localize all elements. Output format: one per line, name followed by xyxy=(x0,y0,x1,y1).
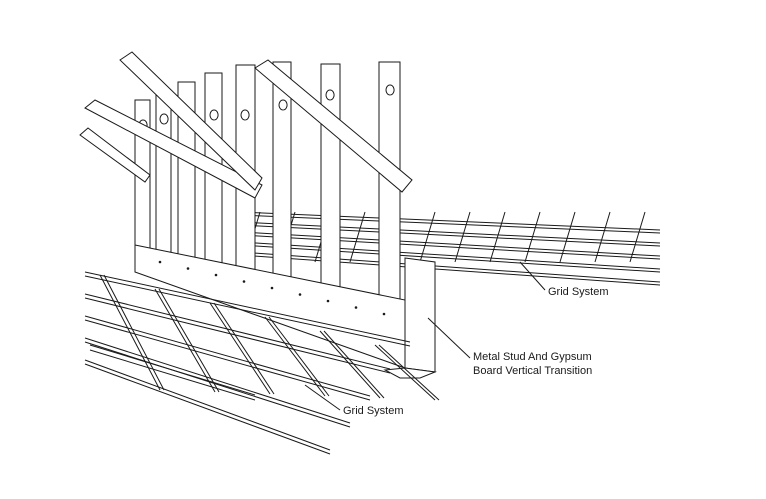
grid-cross-tee xyxy=(99,274,161,391)
grid-runner xyxy=(239,214,661,234)
grid-runner xyxy=(84,363,331,455)
leader-grid-left xyxy=(304,384,341,411)
grid-cross-tee xyxy=(349,211,366,263)
transition-label-line1: Metal Stud And Gypsum xyxy=(473,351,592,363)
leader-transition xyxy=(427,317,471,359)
screw xyxy=(354,306,358,309)
grid-runner xyxy=(239,234,661,260)
grid-cross-tee xyxy=(374,344,436,401)
grid-runner xyxy=(84,271,411,343)
grid-runner xyxy=(84,359,331,451)
grid-runner xyxy=(239,224,661,247)
grid-runner xyxy=(84,275,411,347)
screw xyxy=(214,273,218,277)
grid-runner xyxy=(84,297,391,374)
grid-runner xyxy=(239,244,661,273)
grid-cross-tee xyxy=(524,211,541,263)
grid-runner xyxy=(239,211,661,231)
right-grid-system xyxy=(239,211,661,286)
grid-runner xyxy=(239,241,661,270)
screw xyxy=(270,286,274,290)
grid-cross-tee xyxy=(158,288,220,393)
grid-cross-tee xyxy=(103,274,165,391)
gypsum-board-transition xyxy=(134,244,437,379)
grid-cross-tee xyxy=(594,211,611,263)
grid-runner xyxy=(239,254,661,286)
grid-runner xyxy=(239,231,661,257)
screw xyxy=(298,293,302,296)
grid-system-right-label: Grid System xyxy=(548,286,609,298)
left-grid-system xyxy=(84,271,440,455)
diagonal-braces xyxy=(79,51,413,199)
grid-runner xyxy=(84,341,351,428)
leader-grid-right xyxy=(519,261,546,291)
grid-runner xyxy=(84,337,351,424)
grid-cross-tee xyxy=(323,330,385,399)
screw xyxy=(158,260,162,264)
grid-main-runner xyxy=(89,349,256,401)
grid-runner xyxy=(239,221,661,244)
screw xyxy=(242,280,246,283)
screw xyxy=(326,299,330,303)
grid-cross-tee xyxy=(629,211,646,263)
grid-cross-tee xyxy=(319,330,381,399)
screw xyxy=(382,312,386,316)
screw xyxy=(186,267,190,270)
grid-cross-tee xyxy=(378,344,440,401)
grid-cross-tee xyxy=(559,211,576,263)
grid-cross-tee xyxy=(419,211,436,263)
grid-cross-tee xyxy=(454,211,471,263)
grid-cross-tee xyxy=(268,316,330,397)
grid-cross-tee xyxy=(154,288,216,393)
grid-cross-tee xyxy=(489,211,506,263)
transition-label-line2: Board Vertical Transition xyxy=(473,365,593,377)
grid-runner xyxy=(84,293,391,370)
grid-runner xyxy=(239,251,661,283)
grid-system-left-label: Grid System xyxy=(343,405,404,417)
grid-main-runner xyxy=(89,344,256,396)
grid-cross-tee xyxy=(264,316,326,397)
grid-cross-tee xyxy=(213,302,275,395)
grid-cross-tee xyxy=(209,302,271,395)
